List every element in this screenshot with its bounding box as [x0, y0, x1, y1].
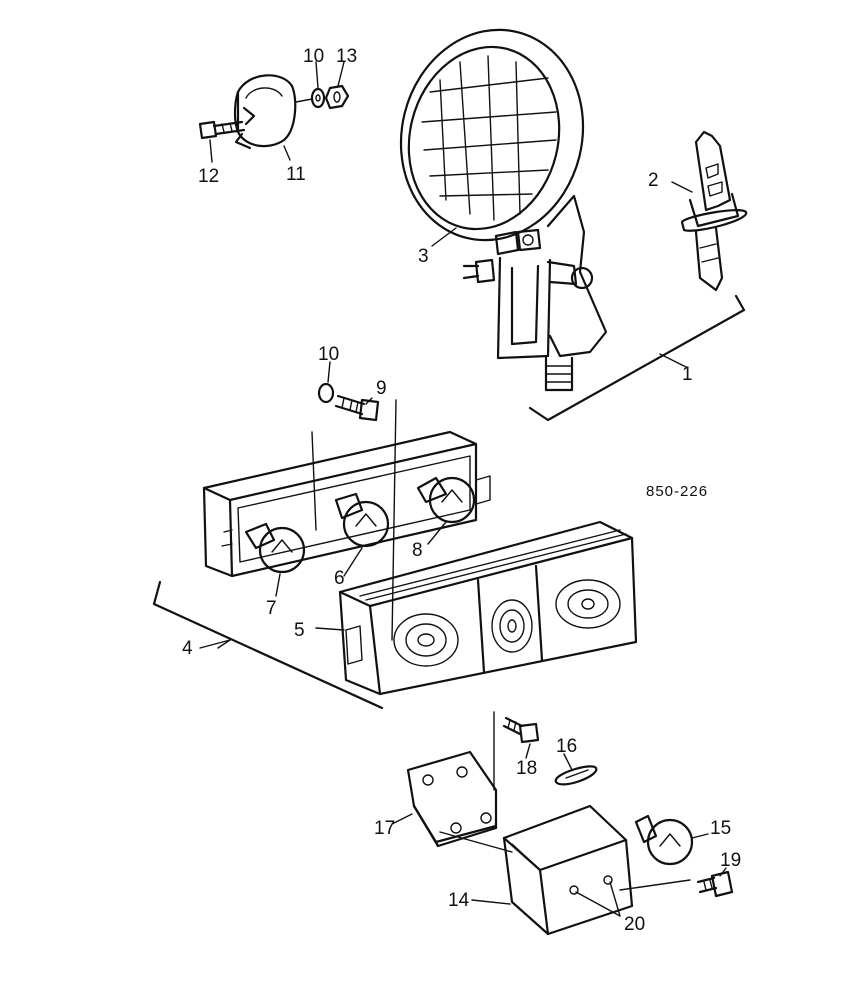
callout-10-top: 10	[303, 46, 324, 67]
screw-18	[502, 716, 540, 744]
bulb-7	[244, 522, 306, 574]
halogen-bulb	[680, 130, 748, 292]
tail-lamp-lens	[338, 520, 638, 696]
callout-1: 1	[682, 364, 693, 385]
nut-13	[324, 84, 350, 110]
fuse-16	[554, 765, 598, 786]
group-bracket-4	[152, 580, 384, 710]
callout-9: 9	[376, 378, 387, 399]
screw-12	[198, 120, 246, 140]
callout-2: 2	[648, 170, 659, 191]
callout-5: 5	[294, 620, 305, 641]
callout-7: 7	[266, 598, 277, 619]
callout-18: 18	[516, 758, 537, 779]
callout-14: 14	[448, 890, 470, 911]
callout-17: 17	[374, 818, 395, 839]
drawing-code: 850-226	[646, 483, 708, 500]
bulb-8	[416, 476, 476, 524]
callout-labels: 10 13 12 11 3 2 1 10 9 850-226 7 6 8 5 4…	[182, 46, 741, 935]
bulb-15	[634, 814, 694, 866]
screw-9	[317, 382, 380, 422]
callout-10-mid: 10	[318, 344, 339, 365]
switch-housing-14	[502, 804, 634, 936]
callout-11: 11	[286, 164, 306, 185]
screw-19	[696, 870, 734, 898]
mount-ring-assembly	[198, 61, 350, 150]
callout-19: 19	[720, 850, 741, 871]
callout-13: 13	[336, 46, 357, 67]
mounting-bracket	[406, 750, 498, 848]
callout-3: 3	[418, 246, 429, 267]
tail-lamp-housing	[202, 430, 491, 578]
washer-10-top	[310, 87, 326, 109]
bulb-6	[334, 492, 390, 548]
callout-8: 8	[412, 540, 423, 561]
work-lamp	[399, 28, 608, 392]
callout-16: 16	[556, 736, 577, 757]
callout-6: 6	[334, 568, 345, 589]
group-bracket-1	[528, 294, 746, 422]
callout-20: 20	[624, 914, 645, 935]
leader-lines	[209, 139, 727, 905]
callout-4: 4	[182, 638, 193, 659]
callout-15: 15	[710, 818, 731, 839]
callout-12: 12	[198, 166, 219, 187]
